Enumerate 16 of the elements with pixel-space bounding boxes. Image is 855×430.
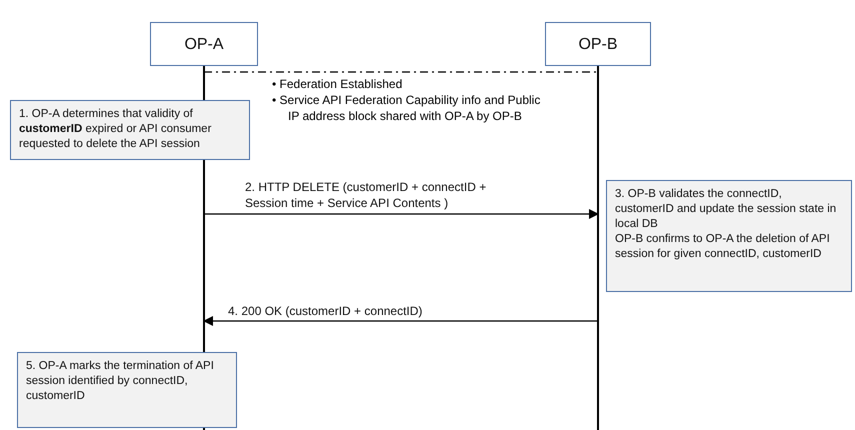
note-box bbox=[17, 352, 237, 428]
note-box bbox=[606, 180, 852, 292]
participant-box: OP-A bbox=[150, 22, 258, 66]
note-text: 1. OP-A determines that validity of customerID expired or API consumer requested to delete the API session bbox=[19, 107, 212, 152]
edge-label: 4. 200 OK (customerID + connectID) bbox=[227, 303, 424, 319]
note-text: 5. OP-A marks the termination of API session identified by connectID, customerID bbox=[26, 359, 215, 404]
edge-label: 2. HTTP DELETE (customerID + connectID + Session time + Service API Contents ) bbox=[244, 179, 488, 211]
note-text: OP-B confirms to OP-A the deletion of API session for given connectID, customerID bbox=[615, 232, 831, 262]
connector-line bbox=[204, 71, 598, 73]
note-text: 3. OP-B validates the connectID, customerID and update the session state in local DB bbox=[615, 187, 838, 232]
bullet-item: • Service API Federation Capability info and Public IP address block shared with OP-A by OP-B bbox=[272, 92, 542, 124]
participant-box: OP-B bbox=[545, 22, 651, 66]
bullet-item: • Federation Established bbox=[272, 76, 404, 92]
arrow bbox=[204, 209, 599, 219]
arrow bbox=[203, 316, 598, 326]
note-box bbox=[10, 100, 250, 160]
